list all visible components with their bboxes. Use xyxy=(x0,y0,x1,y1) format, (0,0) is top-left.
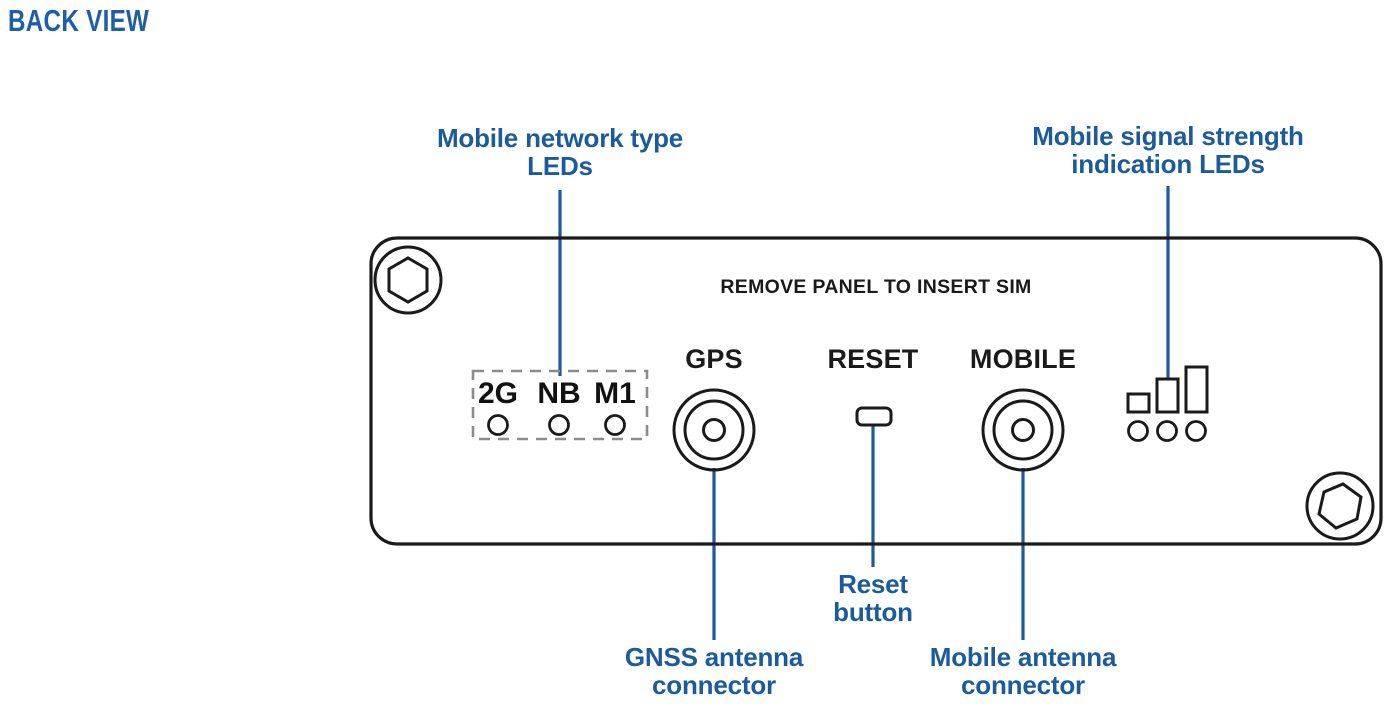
reset-port-label: RESET xyxy=(827,344,919,374)
signal-strength-leds xyxy=(1127,420,1207,442)
callout-mobile-signal-strength-leds: Mobile signal strength indication LEDs xyxy=(1032,121,1304,180)
led-2g xyxy=(487,414,509,436)
signal-strength-bars xyxy=(1126,365,1209,414)
gps-connector-graphic[interactable] xyxy=(672,388,756,472)
callout-mobile-antenna-connector: Mobile antenna connector xyxy=(929,642,1117,701)
signal-led-2 xyxy=(1156,420,1178,442)
signal-led-1 xyxy=(1127,420,1149,442)
led-tag-2g: 2G xyxy=(477,377,519,410)
network-led-dashed-box xyxy=(471,369,649,441)
signal-led-3 xyxy=(1185,420,1207,442)
mobile-connector-graphic[interactable] xyxy=(981,388,1065,472)
panel-outline xyxy=(369,236,1383,546)
screw-bottom-right xyxy=(1305,471,1375,541)
gps-port-label: GPS xyxy=(685,344,743,374)
callout-gnss-antenna-connector: GNSS antenna connector xyxy=(624,642,804,701)
signal-bar-2 xyxy=(1155,377,1180,414)
sim-instruction-label: REMOVE PANEL TO INSERT SIM xyxy=(720,276,1032,298)
signal-bar-1 xyxy=(1126,392,1151,414)
page-title: BACK VIEW xyxy=(8,3,150,38)
mobile-port-label: MOBILE xyxy=(969,344,1077,374)
led-nb xyxy=(548,414,570,436)
callout-mobile-network-type-leds: Mobile network type LEDs xyxy=(436,123,684,182)
signal-bar-3 xyxy=(1184,365,1209,414)
callout-leader-lines xyxy=(558,186,1170,640)
led-tag-m1: M1 xyxy=(594,377,636,410)
led-tag-nb: NB xyxy=(537,377,581,410)
led-m1 xyxy=(604,414,626,436)
reset-button-graphic[interactable] xyxy=(855,406,893,427)
network-led-indicators xyxy=(487,414,626,436)
callout-reset-button: Reset button xyxy=(833,569,913,628)
panel-outline-group xyxy=(369,236,1383,546)
screw-top-left xyxy=(373,245,443,315)
